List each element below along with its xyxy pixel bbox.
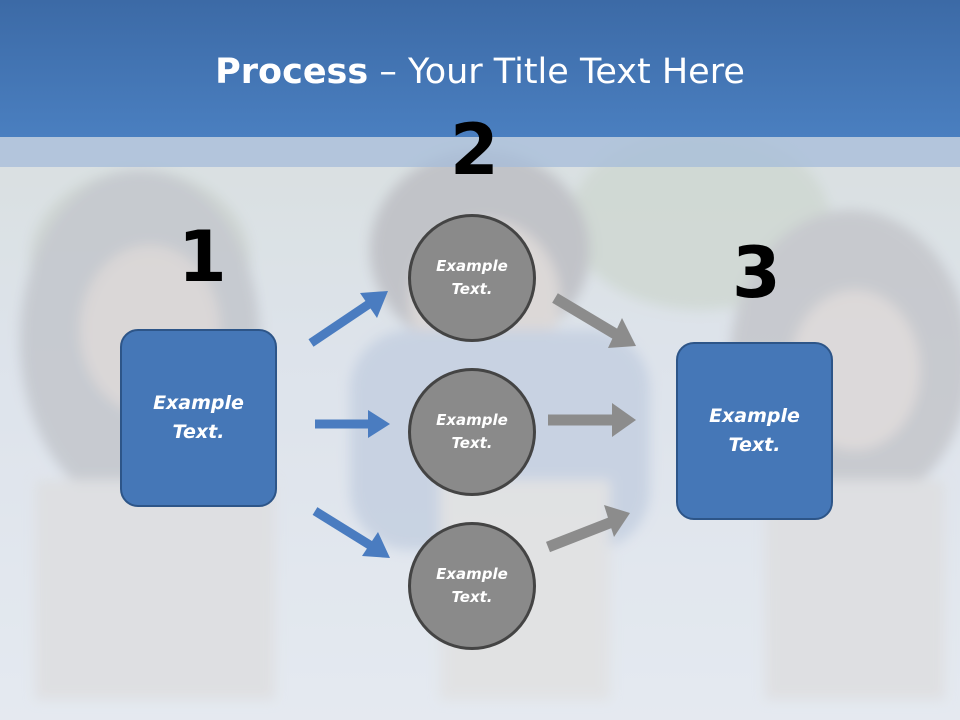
title-bar [0,0,960,137]
circle-top: Example Text. [408,214,536,342]
circle-bottom: Example Text. [408,522,536,650]
gray-arrow-mid [548,403,636,437]
blue-arrow-mid [315,410,390,438]
left-step-box: Example Text. [120,329,277,507]
slide-title-rest: – Your Title Text Here [368,52,745,92]
right-step-box: Example Text. [676,342,833,520]
gray-arrow-down [552,293,636,348]
slide-title-bold: Process [215,52,369,92]
blue-arrow-down [312,507,390,558]
step-number-1: 1 [178,216,227,298]
circle-middle: Example Text. [408,368,536,496]
slide-title: Process – Your Title Text Here [0,52,960,92]
step-number-2: 2 [450,109,499,191]
blue-arrow-up [308,291,388,347]
gray-arrow-up [545,505,630,553]
title-band [0,137,960,167]
step-number-3: 3 [732,232,781,314]
